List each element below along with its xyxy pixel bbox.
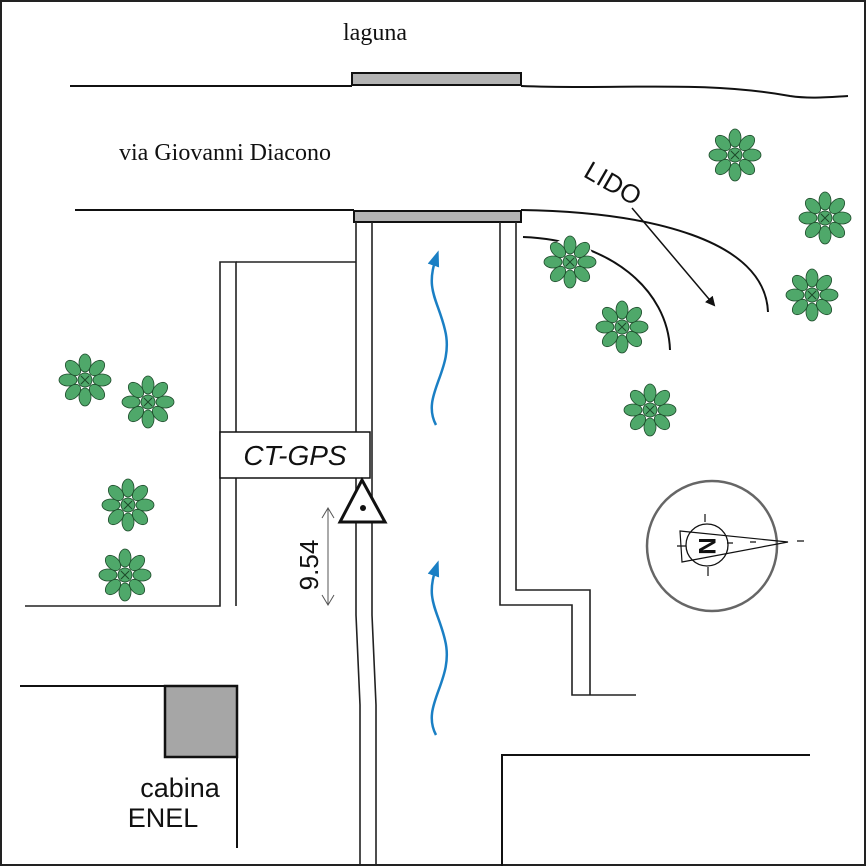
cabin-label-line2: ENEL [128, 803, 199, 833]
curve-outer [520, 209, 769, 313]
distance-label: 9.54 [294, 540, 324, 591]
lagoon-label: laguna [343, 20, 407, 46]
tree-icon [543, 235, 597, 289]
enel-cabin [163, 684, 239, 759]
tree-icon [58, 353, 112, 407]
north-compass-icon: N [645, 479, 804, 613]
canal-right-inner [515, 222, 591, 695]
curve-inner [522, 236, 671, 351]
flow-arrow-icon [427, 560, 448, 736]
station-label: CT-GPS [243, 440, 347, 471]
flow-arrow-icon [427, 250, 448, 426]
direction-arrow-icon [631, 207, 716, 307]
gps-station-triangle-icon [337, 476, 388, 524]
canal-left-outer [355, 222, 361, 866]
canal-right-outer [499, 222, 636, 696]
station-label-box [219, 431, 371, 479]
tree-icon [121, 375, 175, 429]
canal-left-inner [371, 222, 377, 866]
tree-icon [708, 128, 762, 182]
tree-icon [623, 383, 677, 437]
cabin-label-line1: cabina [140, 773, 221, 803]
tree-icon [798, 191, 852, 245]
tree-icon [595, 300, 649, 354]
building-left [25, 261, 237, 607]
north-label: N [693, 537, 720, 554]
bridge-south [353, 210, 522, 223]
tree-icon [98, 548, 152, 602]
lower-right-edge [501, 754, 810, 866]
street-label: via Giovanni Diacono [119, 140, 331, 166]
distance-dimension [321, 507, 335, 606]
tree-icon [101, 478, 155, 532]
bridge-north [351, 72, 522, 86]
lagoon-edge-right [520, 85, 849, 99]
tree-icon [785, 268, 839, 322]
